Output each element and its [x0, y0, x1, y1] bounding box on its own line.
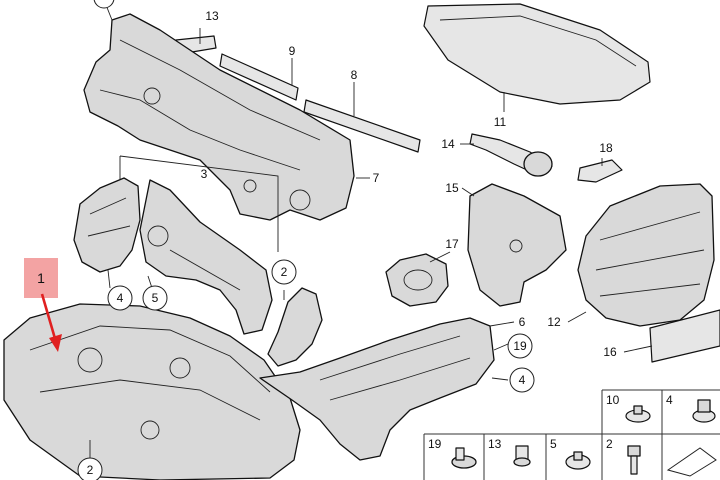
- legend-label-13: 13: [488, 437, 502, 451]
- part-16-strip[interactable]: [649, 309, 720, 363]
- label-part-18[interactable]: 18: [599, 141, 613, 155]
- legend-cell-4[interactable]: 4: [666, 393, 716, 423]
- clip-head-icon: [633, 405, 643, 415]
- legend-label-2: 2: [606, 437, 613, 451]
- label-part-16[interactable]: 16: [603, 345, 617, 359]
- legend-cell-10[interactable]: 10: [606, 393, 651, 423]
- label-part-3[interactable]: 3: [201, 167, 208, 181]
- label-part-4-right: 4: [519, 373, 526, 387]
- label-part-12[interactable]: 12: [547, 315, 561, 329]
- legend-label-4: 4: [666, 393, 673, 407]
- legend-label-10: 10: [606, 393, 620, 407]
- expansion-clip-stem-icon: [455, 447, 465, 461]
- part-9-strip[interactable]: [219, 53, 299, 101]
- label-part-14[interactable]: 14: [441, 137, 455, 151]
- label-part-8[interactable]: 8: [351, 68, 358, 82]
- part-7-bulkhead[interactable]: [83, 13, 355, 221]
- legend-cell-13[interactable]: 13: [488, 437, 531, 467]
- part-18-clip[interactable]: [577, 159, 623, 183]
- legend-cell-19[interactable]: 19: [428, 437, 477, 469]
- legend-label-19: 19: [428, 437, 442, 451]
- part-1-highlight-box: [24, 258, 58, 298]
- part-3-inner-panel[interactable]: [139, 179, 273, 335]
- label-part-7[interactable]: 7: [373, 171, 380, 185]
- label-part-4-left: 4: [117, 291, 124, 305]
- label-part-2-upper: 2: [281, 265, 288, 279]
- part-6-side-panel[interactable]: [259, 317, 495, 461]
- rivet-head-icon: [627, 445, 641, 457]
- callout-part-19[interactable]: 19: [507, 333, 533, 359]
- callout-part-4-right[interactable]: 4: [509, 367, 535, 393]
- part-14-strap[interactable]: [469, 133, 553, 177]
- part-17-seal[interactable]: [385, 253, 449, 307]
- part-15-pillar-trim[interactable]: [467, 183, 567, 307]
- part-11-parcel-shelf[interactable]: [423, 3, 651, 105]
- callout-labels: 1 13 9 8 11 7 3 14 18 15 17 12 16 6 2 4 …: [37, 0, 617, 480]
- nut-head-icon: [697, 399, 711, 413]
- label-part-19: 19: [513, 339, 527, 353]
- label-part-6[interactable]: 6: [519, 315, 526, 329]
- plug-clip-base-icon: [513, 457, 531, 467]
- callout-part-2-lower[interactable]: 2: [77, 457, 103, 480]
- callout-circle-top: [93, 0, 115, 9]
- grommet-center-icon: [573, 451, 583, 461]
- callout-part-4-left[interactable]: 4: [107, 285, 133, 311]
- part-12-door-panel[interactable]: [577, 183, 715, 327]
- callout-part-2-upper[interactable]: 2: [271, 259, 297, 285]
- part-2-bracket[interactable]: [267, 287, 323, 367]
- part-3-bracket-lines: [119, 155, 279, 252]
- legend-cell-arrow: [666, 447, 717, 477]
- callout-part-5[interactable]: 5: [142, 285, 168, 311]
- fastener-legend: 10 4 19 13 5 2: [423, 389, 720, 480]
- label-part-17[interactable]: 17: [445, 237, 459, 251]
- label-part-1[interactable]: 1: [37, 270, 45, 286]
- highlight-arrow: [40, 293, 62, 352]
- legend-cell-2[interactable]: 2: [606, 437, 641, 475]
- legend-label-5: 5: [550, 437, 557, 451]
- direction-arrow-icon: [666, 447, 717, 477]
- legend-cell-5[interactable]: 5: [550, 437, 591, 470]
- label-part-2-lower: 2: [87, 463, 94, 477]
- label-part-15[interactable]: 15: [445, 181, 459, 195]
- part-8-strip[interactable]: [303, 99, 421, 153]
- label-part-5: 5: [152, 291, 159, 305]
- part-4-5-left-panel[interactable]: [73, 177, 141, 273]
- rivet-stem-icon: [630, 455, 638, 475]
- label-part-11[interactable]: 11: [494, 115, 507, 129]
- label-part-13[interactable]: 13: [205, 9, 219, 23]
- label-part-9[interactable]: 9: [289, 44, 296, 58]
